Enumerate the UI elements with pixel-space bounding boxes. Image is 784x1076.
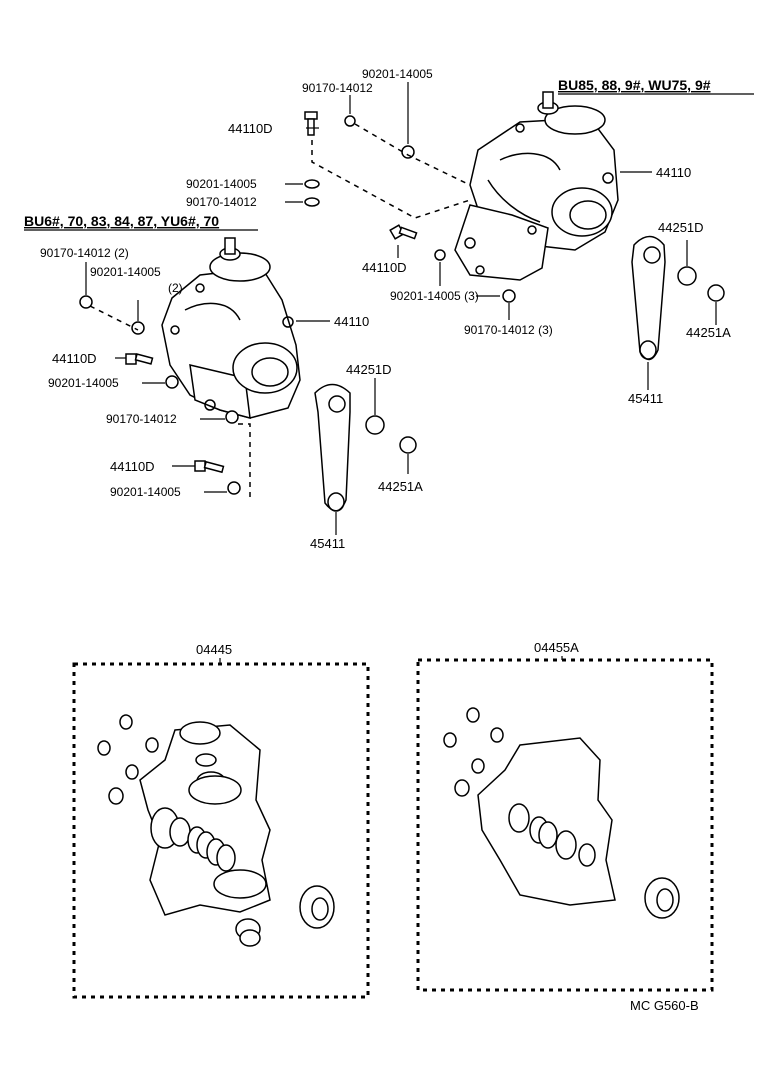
bolt-44110d-left-low bbox=[194, 460, 225, 474]
nut-90201-left-top bbox=[131, 321, 145, 335]
label-r-gear: 44110 bbox=[656, 165, 691, 180]
label-l-washer-arm: 44251A bbox=[378, 479, 423, 494]
label-l-bolt-d-mid: 44110D bbox=[52, 351, 97, 366]
label-l-nut-top: 90201-14005 bbox=[90, 265, 161, 279]
diagram-code: MC G560-B bbox=[630, 998, 699, 1013]
nut-90201-left-low bbox=[227, 481, 241, 495]
pitman-arm-left bbox=[314, 383, 351, 512]
label-r-nut-low: 90201-14005 (3) bbox=[390, 289, 479, 303]
pitman-arm-right bbox=[631, 235, 666, 361]
label-l-bolt-low: 90170-14012 bbox=[106, 412, 177, 426]
label-r-nut-mid: 90201-14005 bbox=[186, 177, 257, 191]
steering-gear-housing-right bbox=[454, 91, 619, 281]
label-r-bolt-mid: 90170-14012 bbox=[186, 195, 257, 209]
label-r-arm: 45411 bbox=[628, 391, 663, 406]
bolt-90170-right-low bbox=[502, 289, 516, 303]
label-l-nut-top-qty: (2) bbox=[168, 281, 183, 295]
label-l-arm: 45411 bbox=[310, 536, 345, 551]
nut-44251d-left bbox=[365, 415, 385, 435]
label-kit-left: 04445 bbox=[196, 642, 232, 657]
label-kit-right: 04455A bbox=[534, 640, 579, 655]
label-l-bolt-top: 90170-14012 (2) bbox=[40, 246, 129, 260]
nut-44251d-right bbox=[677, 266, 697, 286]
nut-90201-right-low bbox=[434, 249, 446, 261]
variant-header-right: BU85, 88, 9#, WU75, 9# bbox=[558, 77, 711, 93]
bolt-90170-right-top bbox=[344, 115, 356, 127]
label-l-gear: 44110 bbox=[334, 314, 369, 329]
bolt-90170-left-low bbox=[225, 410, 239, 424]
label-l-nut-mid: 90201-14005 bbox=[48, 376, 119, 390]
label-l-nut-arm: 44251D bbox=[346, 362, 392, 377]
label-r-bolt-d-top: 44110D bbox=[228, 121, 273, 136]
washer-44251a-left bbox=[399, 436, 417, 454]
bolt-44110d-right-top bbox=[304, 111, 318, 136]
kit-box-left bbox=[72, 662, 370, 999]
bolt-44110d-left-mid bbox=[125, 353, 154, 365]
label-l-nut-low: 90201-14005 bbox=[110, 485, 181, 499]
bolt-90170-left-top bbox=[79, 295, 93, 309]
label-r-bolt-top: 90170-14012 bbox=[302, 81, 373, 95]
label-r-washer-arm: 44251A bbox=[686, 325, 731, 340]
variant-header-left: BU6#, 70, 83, 84, 87, YU6#, 70 bbox=[24, 213, 219, 229]
bolt-90170-right-mid bbox=[304, 197, 320, 207]
kit-box-right bbox=[416, 658, 714, 992]
gasket-kit-right-parts bbox=[443, 707, 680, 919]
steering-gear-housing-left bbox=[161, 237, 301, 420]
nut-90201-right-top bbox=[401, 145, 415, 159]
nut-90201-right-mid bbox=[304, 179, 320, 189]
label-r-nut-arm: 44251D bbox=[658, 220, 704, 235]
bolt-44110d-right-mid bbox=[389, 224, 418, 240]
washer-44251a-right bbox=[707, 284, 725, 302]
label-r-nut-top: 90201-14005 bbox=[362, 67, 433, 81]
label-l-bolt-d-low: 44110D bbox=[110, 459, 155, 474]
gasket-kit-left-parts bbox=[97, 714, 335, 947]
label-r-bolt-d-mid: 44110D bbox=[362, 260, 407, 275]
label-r-bolt-low: 90170-14012 (3) bbox=[464, 323, 553, 337]
nut-90201-left-mid bbox=[165, 375, 179, 389]
